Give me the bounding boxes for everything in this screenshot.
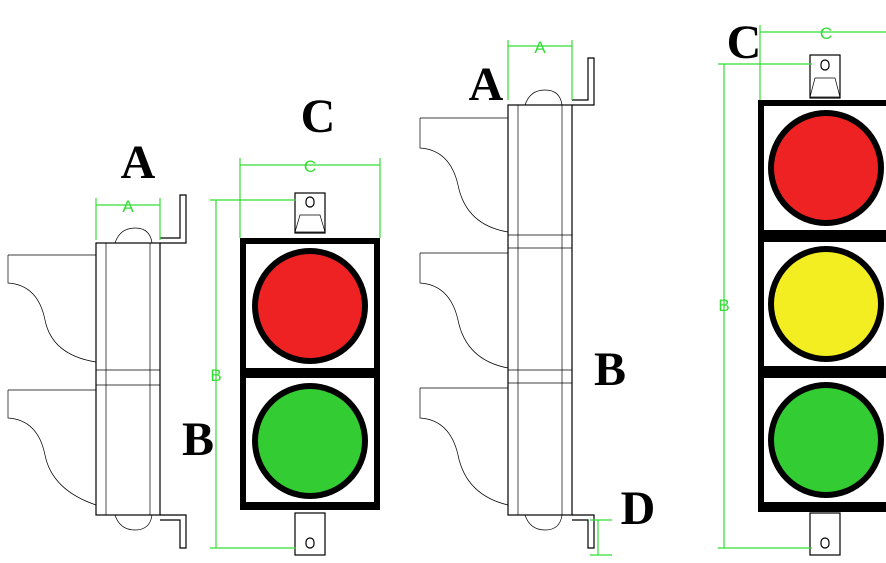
- yellow-lamp: [774, 252, 878, 356]
- side-view-two-aspect: A A B: [7, 136, 214, 549]
- big-label-c: C: [301, 90, 336, 143]
- dim-label-b: B: [210, 366, 221, 385]
- front-view-two-aspect: C C B: [210, 90, 381, 556]
- red-lamp: [258, 254, 362, 358]
- dim-label-b-2: B: [718, 296, 729, 315]
- green-lamp-2: [774, 388, 878, 492]
- side-view-three-aspect: A A B D: [419, 38, 656, 556]
- dim-label-c: C: [304, 157, 316, 176]
- red-lamp-2: [774, 116, 878, 220]
- dim-label-c-2: C: [820, 24, 832, 43]
- dim-label-a-2: A: [534, 38, 546, 57]
- big-label-b-2: B: [594, 343, 626, 396]
- dim-label-a: A: [122, 197, 134, 216]
- big-label-b: B: [182, 413, 214, 466]
- front-view-three-aspect: C C B: [718, 16, 886, 556]
- big-label-d: D: [621, 482, 656, 535]
- big-label-a-2: A: [469, 58, 504, 111]
- green-lamp: [258, 389, 362, 493]
- big-label-a: A: [121, 136, 156, 189]
- big-label-c-2: C: [727, 16, 762, 69]
